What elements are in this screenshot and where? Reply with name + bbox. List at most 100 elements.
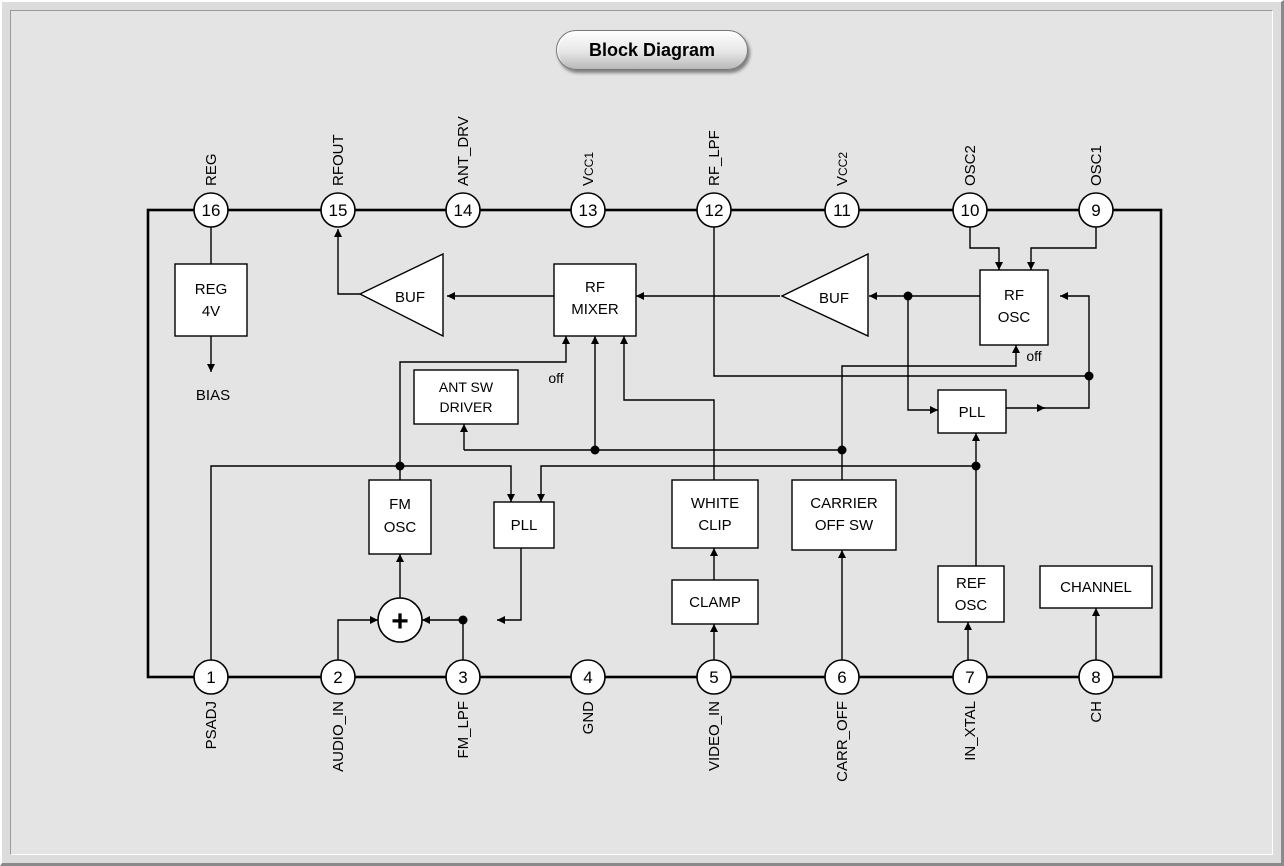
junction-dot <box>837 445 847 455</box>
pin-label: CH <box>1088 701 1105 723</box>
pin-label: IN_XTAL <box>962 701 979 761</box>
diagram-title: Block Diagram <box>556 30 748 70</box>
pin-circle <box>824 192 860 228</box>
pin-8: 8CH <box>1078 659 1114 723</box>
clamp-block: CLAMP <box>671 579 759 625</box>
carrier-off-sw-label-2: OFF SW <box>815 517 874 534</box>
pin-circle <box>696 659 732 695</box>
pll-left-block: PLL <box>493 501 555 549</box>
pin-number: 13 <box>579 201 598 220</box>
fm-osc-label-1: FM <box>389 496 411 513</box>
pin-number: 10 <box>961 201 980 220</box>
diagram-panel <box>10 10 1273 855</box>
white-clip-label-1: WHITE <box>691 495 739 512</box>
fm-osc-label-2: OSC <box>384 519 417 536</box>
white-clip-label-2: CLIP <box>698 517 731 534</box>
pll-right-label: PLL <box>959 404 986 421</box>
wires <box>207 227 1100 660</box>
pin-number: 4 <box>583 668 592 687</box>
pin-circle <box>570 192 606 228</box>
pin-number: 1 <box>206 668 215 687</box>
pin-number: 15 <box>329 201 348 220</box>
rf-mixer-block: RF MIXER <box>553 263 637 337</box>
pin-circle <box>952 659 988 695</box>
pin-number: 3 <box>458 668 467 687</box>
pin-circle <box>824 659 860 695</box>
pin-label: VCC2 <box>834 152 851 186</box>
buf-right-label: BUF <box>819 290 849 307</box>
pin-circle <box>445 659 481 695</box>
pin-label: RF_LPF <box>706 130 723 186</box>
off-mixer-label: off <box>548 370 563 386</box>
channel-block: CHANNEL <box>1039 565 1153 609</box>
pin-3: 3FM_LPF <box>445 659 481 759</box>
rf-osc-block: RF OSC <box>979 269 1049 346</box>
pin-7: 7IN_XTAL <box>952 659 988 761</box>
pin-circle <box>193 659 229 695</box>
pin-circle <box>1078 659 1114 695</box>
reg-label-2: 4V <box>202 303 220 320</box>
pin-number: 12 <box>705 201 724 220</box>
pin-label: FM_LPF <box>455 701 472 759</box>
rf-osc-label-2: OSC <box>998 309 1031 326</box>
pin-12: 12 RF_LPF <box>696 130 732 228</box>
rf-osc-label-1: RF <box>1004 287 1024 304</box>
pin-circle <box>952 192 988 228</box>
pin-label: RFOUT <box>330 134 347 186</box>
pin-number: 7 <box>965 668 974 687</box>
pin-15: 15 RFOUT <box>320 134 356 228</box>
pin-label: CARR_OFF <box>834 701 851 782</box>
carrier-off-sw-block: CARRIER OFF SW <box>791 479 897 551</box>
ref-osc-label-2: OSC <box>955 597 988 614</box>
junction-dots <box>395 291 1094 625</box>
pll-right-block: PLL <box>937 389 1007 434</box>
pin-circle <box>570 659 606 695</box>
reg-label-1: REG <box>195 281 228 298</box>
buf-left-label: BUF <box>395 289 425 306</box>
pin-label: OSC2 <box>962 145 979 186</box>
ant-sw-driver-label-1: ANT SW <box>439 379 494 395</box>
pin-label: AUDIO_IN <box>330 701 347 772</box>
junction-dot <box>1084 371 1094 381</box>
pin-label: VIDEO_IN <box>706 701 723 771</box>
white-clip-block: WHITE CLIP <box>671 479 759 549</box>
pin-circle <box>193 192 229 228</box>
pll-left-label: PLL <box>511 517 538 534</box>
rf-mixer-label-1: RF <box>585 279 605 296</box>
pin-label: PSADJ <box>203 701 220 749</box>
pin-circle <box>320 192 356 228</box>
buf-right-block: BUF <box>780 252 869 338</box>
off-osc-label: off <box>1026 348 1041 364</box>
junction-dot <box>590 445 600 455</box>
pin-number: 2 <box>333 668 342 687</box>
rf-mixer-label-2: MIXER <box>571 301 619 318</box>
ref-osc-label-1: REF <box>956 575 986 592</box>
adder-symbol: + <box>391 605 409 638</box>
pin-10: 10 OSC2 <box>952 145 988 228</box>
pin-label: REG <box>203 153 220 186</box>
junction-dot <box>971 461 981 471</box>
channel-label: CHANNEL <box>1060 579 1132 596</box>
pin-circle <box>1078 192 1114 228</box>
pin-number: 14 <box>454 201 473 220</box>
pin-circle <box>320 659 356 695</box>
pin-label: VCC1 <box>580 152 597 186</box>
ant-sw-driver-block: ANT SW DRIVER <box>413 369 519 425</box>
pin-circle <box>445 192 481 228</box>
ic-outline <box>146 208 1163 679</box>
junction-dot <box>903 291 913 301</box>
pin-label: ANT_DRV <box>455 116 472 186</box>
fm-osc-block: FM OSC <box>368 479 432 555</box>
bias-label: BIAS <box>196 387 230 404</box>
